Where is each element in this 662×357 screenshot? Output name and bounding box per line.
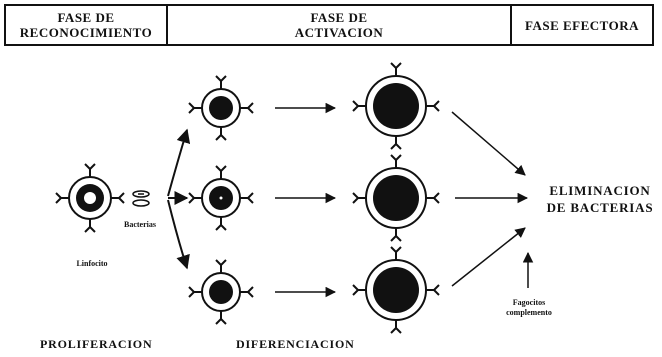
effector-cell-top: [352, 62, 440, 150]
differentiation-arrows: [275, 102, 337, 298]
lymphocyte-label: Linfocito: [76, 259, 108, 268]
bacteria-icon: [132, 190, 150, 207]
lymphocyte-cell: [55, 163, 125, 233]
effector-arrows: [451, 111, 534, 288]
effector-cell-bottom: [352, 246, 440, 334]
elimination-label: ELIMINACION DE BACTERIAS: [546, 183, 654, 215]
bacteria-label: Bacterias: [124, 220, 156, 229]
effector-phase-header: FASE EFECTORA: [524, 17, 639, 33]
activation-phase-header: FASE DE ACTIVACION: [168, 6, 512, 44]
proliferated-cell-top: [188, 75, 254, 141]
proliferated-cell-middle: [188, 165, 254, 231]
phase-header-table: FASE DE RECONOCIMIENTO FASE DE ACTIVACIO…: [4, 4, 654, 46]
phagocytes-complement-label: Fagocitos complemento: [506, 298, 552, 317]
effector-cell-middle: [352, 154, 440, 242]
differentiation-stage-label: DIFERENCIACION: [236, 337, 355, 351]
proliferated-cell-bottom: [188, 259, 254, 325]
proliferation-stage-label: PROLIFERACION: [40, 337, 153, 351]
recognition-phase-header: FASE DE RECONOCIMIENTO: [6, 6, 168, 44]
proliferation-arrows: [167, 128, 191, 270]
